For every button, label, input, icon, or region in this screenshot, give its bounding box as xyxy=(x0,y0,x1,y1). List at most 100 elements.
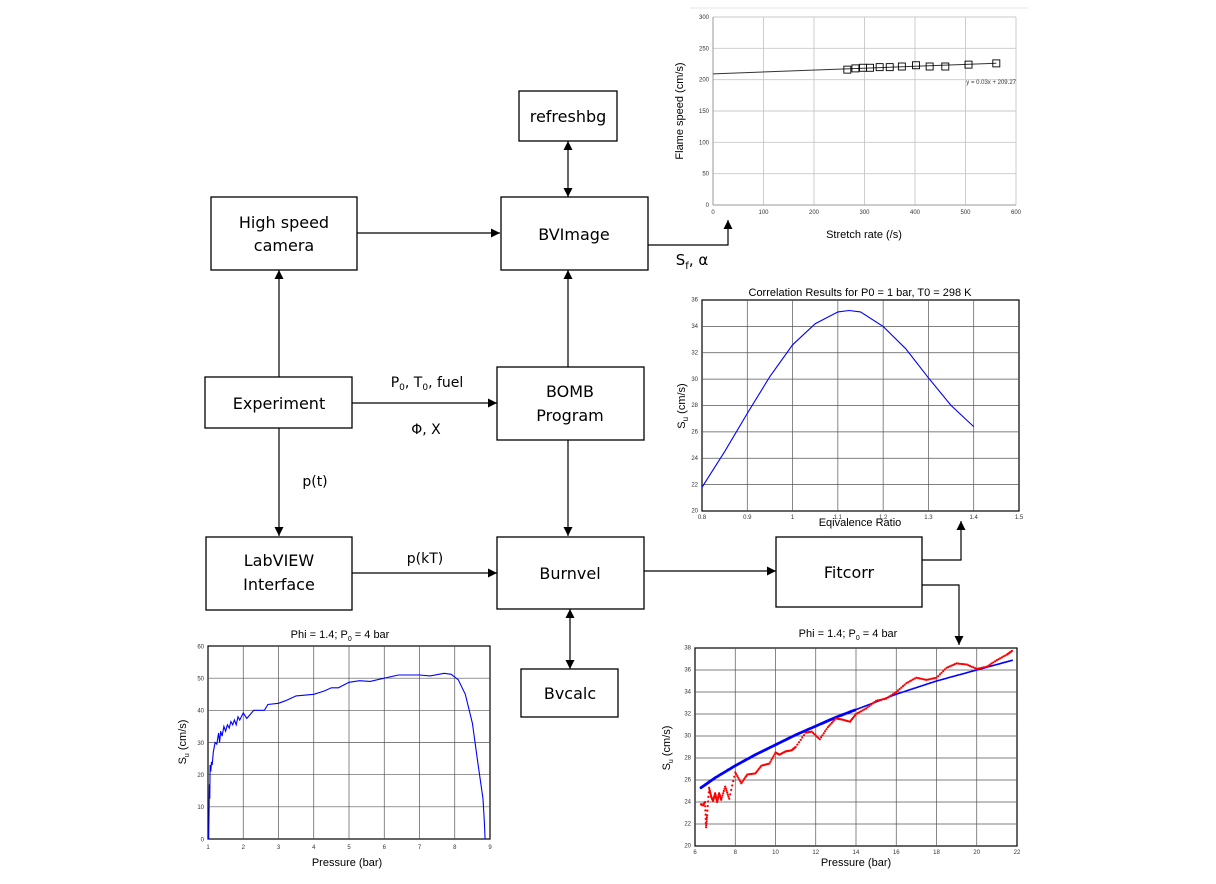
measured-point xyxy=(950,664,953,667)
measured-point xyxy=(888,695,891,698)
measured-point xyxy=(772,755,775,758)
block-fitcorr[interactable]: Fitcorr xyxy=(775,536,923,608)
block-bvcalc[interactable]: Bvcalc xyxy=(520,668,619,718)
x-tick-label: 0.8 xyxy=(698,515,707,521)
measured-point xyxy=(876,699,879,702)
arrow-fitcorr-to-correlation-chart xyxy=(922,521,966,561)
x-axis-title: Eqivalence Ratio xyxy=(819,517,902,529)
measured-point xyxy=(771,756,774,760)
measured-point xyxy=(960,662,963,666)
y-tick-label: 30 xyxy=(197,741,204,747)
edge-label-p0-t0-fuel: P0, T0, fuel xyxy=(391,375,464,393)
measured-point xyxy=(799,738,802,742)
measured-point xyxy=(913,677,916,680)
measured-point xyxy=(875,699,878,702)
block-burnvel-label: Burnvel xyxy=(539,564,600,583)
measured-point xyxy=(706,804,709,808)
measured-point xyxy=(970,665,973,668)
y-tick-label: 30 xyxy=(691,377,698,383)
block-bvimage-label: BVImage xyxy=(538,225,610,244)
y-tick-label: 0 xyxy=(201,837,205,843)
measured-point xyxy=(918,677,921,680)
x-tick-label: 8 xyxy=(453,845,457,851)
block-bvimage[interactable]: BVImage xyxy=(500,196,649,271)
block-labview-interface[interactable]: LabVIEW Interface xyxy=(205,536,353,611)
y-tick-label: 20 xyxy=(197,773,204,779)
measured-point xyxy=(895,690,898,694)
measured-point xyxy=(706,809,709,812)
measured-point xyxy=(729,793,732,796)
measured-point xyxy=(822,732,825,735)
measured-point xyxy=(873,701,876,704)
block-fitcorr-label: Fitcorr xyxy=(824,563,875,582)
measured-point xyxy=(915,676,918,679)
x-tick-label: 5 xyxy=(347,845,351,851)
measured-point xyxy=(833,718,836,722)
measured-point xyxy=(794,745,797,749)
measured-point xyxy=(881,698,884,701)
measured-point xyxy=(866,706,869,709)
measured-point xyxy=(722,789,725,793)
trendline-equation: y = 0.03x + 209.27 xyxy=(966,80,1016,86)
chart-title: Correlation Results for P0 = 1 bar, T0 =… xyxy=(749,287,973,299)
x-tick-label: 1 xyxy=(791,515,795,521)
block-refreshbg[interactable]: refreshbg xyxy=(518,90,618,142)
measured-point xyxy=(802,734,806,737)
measured-point xyxy=(720,796,723,799)
measured-point xyxy=(886,696,890,699)
measured-point xyxy=(938,673,942,676)
y-tick-label: 300 xyxy=(699,15,710,21)
edge-label-p-t: p(t) xyxy=(302,474,327,490)
data-point xyxy=(964,60,973,69)
y-tick-label: 22 xyxy=(691,482,698,488)
measured-point xyxy=(974,667,977,670)
x-tick-label: 1.1 xyxy=(834,515,843,521)
y-axis-title: Su (cm/s) xyxy=(661,726,675,771)
x-tick-label: 3 xyxy=(277,845,281,851)
measured-point xyxy=(825,728,828,731)
measured-point xyxy=(992,661,995,664)
measured-point xyxy=(955,662,958,665)
block-high-speed-camera[interactable]: High speed camera xyxy=(210,196,358,271)
measured-point xyxy=(732,780,735,783)
chart-title: Phi = 1.4; P0 = 4 bar xyxy=(291,629,390,643)
x-tick-label: 6 xyxy=(383,845,387,851)
measured-point xyxy=(989,663,992,666)
measured-point xyxy=(721,794,724,797)
measured-point xyxy=(829,723,832,726)
measured-point xyxy=(704,805,707,808)
y-axis-title: Su (cm/s) xyxy=(177,720,191,765)
y-tick-label: 50 xyxy=(197,677,204,683)
block-bomb-program[interactable]: BOMB Program xyxy=(496,366,645,441)
measured-point xyxy=(933,677,936,680)
measured-point xyxy=(828,724,831,727)
y-tick-label: 24 xyxy=(684,800,691,806)
measured-point xyxy=(735,773,738,776)
measured-point xyxy=(739,780,742,783)
data-point xyxy=(912,61,920,70)
y-tick-label: 32 xyxy=(691,350,698,356)
measured-point xyxy=(994,660,997,663)
measured-point xyxy=(818,738,821,741)
x-axis-title: Pressure (bar) xyxy=(312,857,382,869)
block-burnvel[interactable]: Burnvel xyxy=(496,536,645,610)
block-experiment[interactable]: Experiment xyxy=(204,376,353,429)
arrow-bvimage-to-flame-chart xyxy=(648,220,733,246)
measured-point xyxy=(705,824,708,827)
measured-point xyxy=(890,694,893,697)
measured-point xyxy=(985,665,988,668)
measured-point xyxy=(947,666,950,669)
x-tick-label: 2 xyxy=(242,845,246,851)
measured-point xyxy=(865,707,868,710)
measured-point xyxy=(706,814,709,817)
y-axis-title: Su (cm/s) xyxy=(676,383,690,428)
measured-point xyxy=(958,662,962,665)
block-bvcalc-label: Bvcalc xyxy=(544,684,596,703)
data-point xyxy=(851,64,860,73)
measured-point xyxy=(863,708,866,711)
measured-point xyxy=(940,671,943,674)
measured-point xyxy=(868,704,871,708)
series-line-correlation xyxy=(701,309,975,488)
measured-point xyxy=(968,664,972,668)
